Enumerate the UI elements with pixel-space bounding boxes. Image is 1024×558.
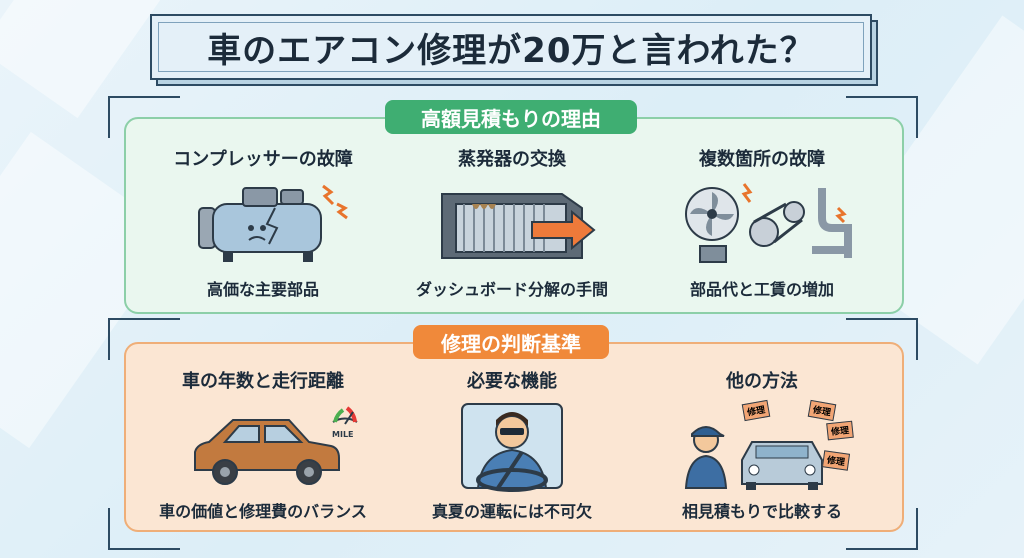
criterion-title: 必要な機能 (467, 371, 557, 392)
multiple-parts-icon (685, 183, 852, 263)
mechanic-quote-icon (684, 426, 823, 490)
frame-corner (108, 508, 180, 550)
page-title: 車のエアコン修理が20万と言われた？ (207, 30, 815, 71)
criterion-necessary-function: 必要な機能 真夏の運転には不可欠 (383, 368, 641, 522)
reasons-heading: 高額見積もりの理由 (385, 100, 637, 134)
old-car-icon (194, 406, 358, 485)
reason-title: 蒸発器の交換 (458, 149, 566, 170)
quote-tag: 修理 (826, 420, 854, 441)
criterion-caption: 真夏の運転には不可欠 (431, 502, 592, 521)
reason-compressor: コンプレッサーの故障 高価な主要部品 (134, 146, 392, 300)
reason-title: コンプレッサーの故障 (173, 149, 353, 170)
quote-tag: 修理 (821, 450, 851, 471)
criterion-caption: 相見積もりで比較する (681, 502, 842, 521)
compressor-icon (198, 184, 348, 262)
frame-corner (108, 318, 180, 360)
criterion-title: 他の方法 (726, 371, 798, 392)
frame-corner (846, 96, 918, 138)
gauge-label: MILE (332, 430, 354, 439)
reason-title: 複数箇所の故障 (699, 149, 825, 170)
reason-caption: 部品代と工賃の増加 (689, 280, 834, 299)
driver-icon (461, 403, 563, 492)
frame-corner (108, 96, 180, 138)
criterion-caption: 車の価値と修理費のバランス (159, 502, 367, 521)
reason-multiple-parts: 複数箇所の故障 部品代と工賃の増加 (633, 146, 891, 300)
evaporator-icon (441, 193, 596, 259)
frame-corner (846, 508, 918, 550)
criterion-age-mileage: 車の年数と走行距離 MILE 車の価値と修理費のバランス (134, 368, 392, 522)
reason-caption: ダッシュボード分解の手間 (415, 280, 608, 299)
reason-caption: 高価な主要部品 (206, 280, 319, 299)
criteria-heading: 修理の判断基準 (413, 325, 609, 359)
criterion-other-methods: 他の方法 修理 修理 修理 修理 相見積もりで比較する (633, 368, 891, 522)
frame-corner (846, 318, 918, 360)
criterion-title: 車の年数と走行距離 (182, 371, 344, 392)
title-banner: 車のエアコン修理が20万と言われた？ (150, 14, 878, 86)
reason-evaporator: 蒸発器の交換 ダッシュボード分解の手間 (383, 146, 641, 300)
